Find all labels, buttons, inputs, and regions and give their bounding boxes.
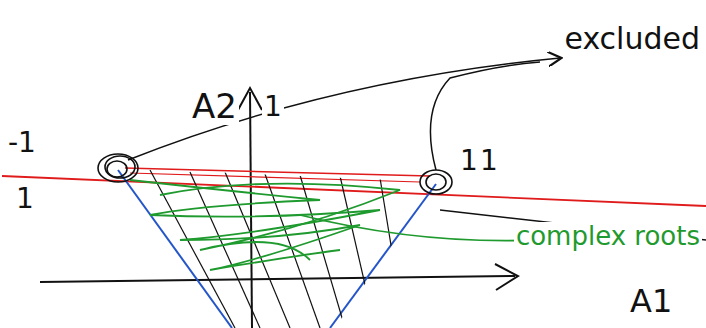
a2-axis bbox=[250, 92, 252, 328]
leader-line bbox=[300, 215, 540, 241]
note-label: excluded bbox=[562, 22, 702, 55]
tick-label: 1 bbox=[262, 92, 284, 123]
coordinate-label: 1 bbox=[14, 184, 36, 215]
note-label: complex roots bbox=[514, 222, 702, 251]
a1-axis bbox=[40, 276, 515, 282]
excluded-point bbox=[420, 170, 452, 194]
coordinate-label: 1 bbox=[478, 146, 500, 177]
blue-boundary bbox=[118, 170, 232, 328]
leader-line bbox=[128, 58, 560, 160]
coordinate-label: 1 bbox=[458, 146, 480, 177]
coordinate-label: -1 bbox=[6, 128, 38, 159]
blue-boundary bbox=[330, 184, 436, 328]
axis-name: A1 bbox=[628, 284, 674, 319]
axis-name: A2 bbox=[190, 88, 239, 125]
